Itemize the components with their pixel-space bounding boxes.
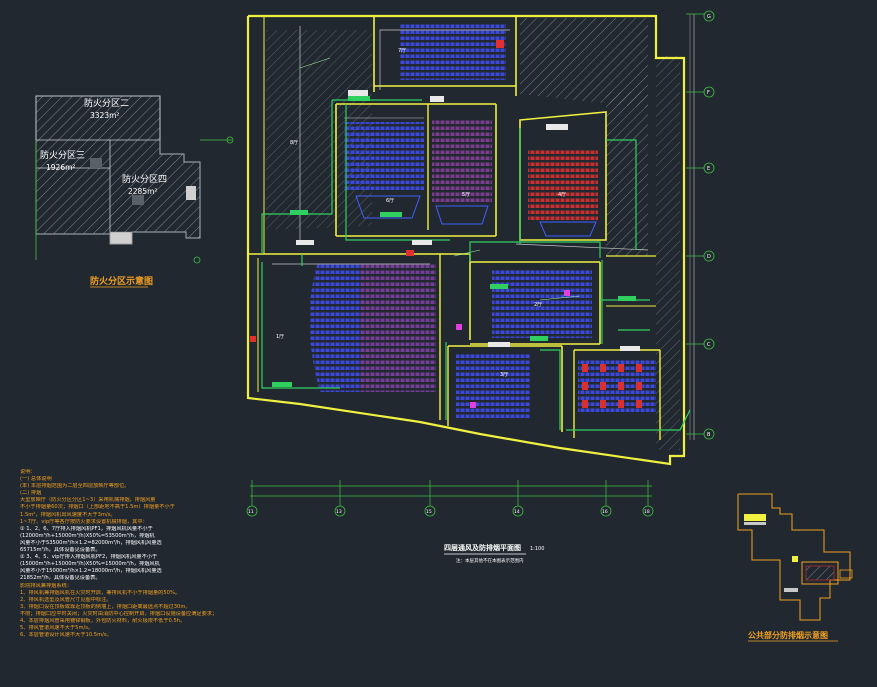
axis-label-b: B: [707, 432, 711, 438]
note-line: ② 3、4、5、vip厅排入排烟风机PF2，排烟风机风量不小于: [20, 554, 158, 561]
note-line: (12000m³/h+15000m³/h)X50%=53500m³/h，排烟机: [20, 532, 155, 539]
note-line: 21852m³/h，具体设备见设备表。: [20, 575, 101, 582]
note-line: 5、排风管道风速不大于5m/s。: [20, 625, 94, 632]
hall-label-6: 6厅: [386, 198, 394, 204]
note-line: 2、排风机选型及风管尺寸见图中标注。: [20, 596, 112, 603]
note-line: 大型放映厅（防火分区分区1~3）采用机械排烟，排烟风量: [20, 497, 156, 504]
axis-label-16: 16: [602, 509, 608, 515]
note-line: 1~7厅、vip厅等各厅按防火要求设置机械排烟，其中：: [20, 518, 148, 525]
note-line: 风量不小于53500m³/h×1.2=82000m³/h，排烟风机风量选: [20, 539, 162, 546]
plan-caption: 四层通风及防排烟平面图 1:100 注：本层其他不在本图表示范围内: [444, 543, 544, 564]
hall-label-3: 3厅: [500, 372, 508, 378]
mini-plan-caption: 公共部分防排烟示意图: [748, 630, 828, 640]
bottom-axis: 11 13 15 14 16 18: [246, 480, 654, 517]
zone3-area: 1926m²: [46, 163, 75, 172]
design-notes: 说明：(一) 总体说明(本) 本层排烟范围为二层至四层放映厅等部位。(二) 排烟…: [20, 469, 250, 639]
zone4-area: 2285m²: [128, 187, 157, 196]
note-line: 1.5m²，排烟风机出风速度不大于3m/s。: [20, 511, 116, 518]
axis-label-15: 15: [426, 509, 432, 515]
note-line: 影院排风兼排烟系统：: [20, 582, 72, 589]
hall-label-2: 2厅: [534, 302, 542, 308]
note-line: 6、本层管道设计风速不大于10.5m/s。: [20, 632, 112, 639]
hall-label-4: 4厅: [558, 192, 566, 198]
plan-subcaption: 注：本层其他不在本图表示范围内: [456, 557, 524, 564]
fire-zone-key-plan: 防火分区二 3323m² 防火分区三 1926m² 防火分区四 2285m² 防…: [35, 95, 234, 288]
note-line: 3、排烟口设在顶板或靠近顶板的侧墙上，排烟口距离最远点不超过30m。: [20, 603, 191, 610]
note-line: ① 1、2、6、7厅排入排烟风机PF1，排烟风机风量不小于: [20, 525, 153, 532]
axis-label-13: 13: [336, 509, 342, 515]
axis-label-18: 18: [644, 509, 650, 515]
axis-label-11: 11: [248, 509, 254, 515]
note-line: 风量不小于15000m³/h×1.2=18000m³/h，排烟风机风量选: [20, 568, 162, 575]
fire-zone-caption: 防火分区示意图: [90, 275, 153, 287]
note-line: (二) 排烟: [20, 490, 42, 497]
zone2-area: 3323m²: [90, 111, 119, 120]
axis-label-g: G: [707, 14, 711, 20]
hall-label-8: 8厅: [290, 140, 298, 146]
axis-label-14: 14: [514, 509, 520, 515]
axis-label-f: F: [707, 90, 710, 96]
right-axis: G F E D C B: [686, 10, 715, 440]
note-line: 不小于排烟量60次；排烟口（上部距地不高于1.5m）排烟量不小于: [20, 504, 175, 511]
mini-plan: 公共部分防排烟示意图: [737, 493, 853, 642]
note-line: 65715m³/h，具体设备见设备表。: [20, 547, 101, 554]
axis-label-c: C: [707, 342, 711, 348]
zone2-name: 防火分区二: [84, 97, 129, 109]
main-floor-plan: [246, 14, 691, 466]
note-line: 4、本层排烟风管采用镀锌钢板，外包防火材料，耐火极限不低于0.5h。: [20, 617, 186, 624]
note-line: (一) 总体说明: [20, 476, 52, 483]
hall-label-7: 7厅: [398, 48, 406, 54]
zone4-name: 防火分区四: [122, 173, 167, 185]
hall-labels: 1厅 2厅 3厅 4厅 5厅 6厅 7厅 8厅: [276, 48, 566, 378]
note-line: 1、排风机兼排烟风机在火灾时开启，兼排风机不小于排烟量的50%。: [20, 589, 181, 596]
axis-label-e: E: [707, 166, 710, 172]
note-line: 不限；排烟口应平时关闭；火灾时由消防中心控制开启，排烟口设施设备应满足要求；: [20, 610, 218, 617]
plan-title: 四层通风及防排烟平面图: [444, 543, 521, 552]
note-line: (15000m³/h+15000m³/h)X50%=15000m³/h，排烟风机: [20, 561, 160, 568]
plan-scale: 1:100: [530, 546, 544, 552]
axis-label-d: D: [707, 254, 711, 260]
note-line: 说明：: [20, 469, 36, 475]
note-line: (本) 本层排烟范围为二层至四层放映厅等部位。: [20, 483, 130, 490]
hall-label-5: 5厅: [462, 192, 470, 198]
zone3-name: 防火分区三: [40, 149, 85, 161]
hall-label-1: 1厅: [276, 334, 284, 340]
